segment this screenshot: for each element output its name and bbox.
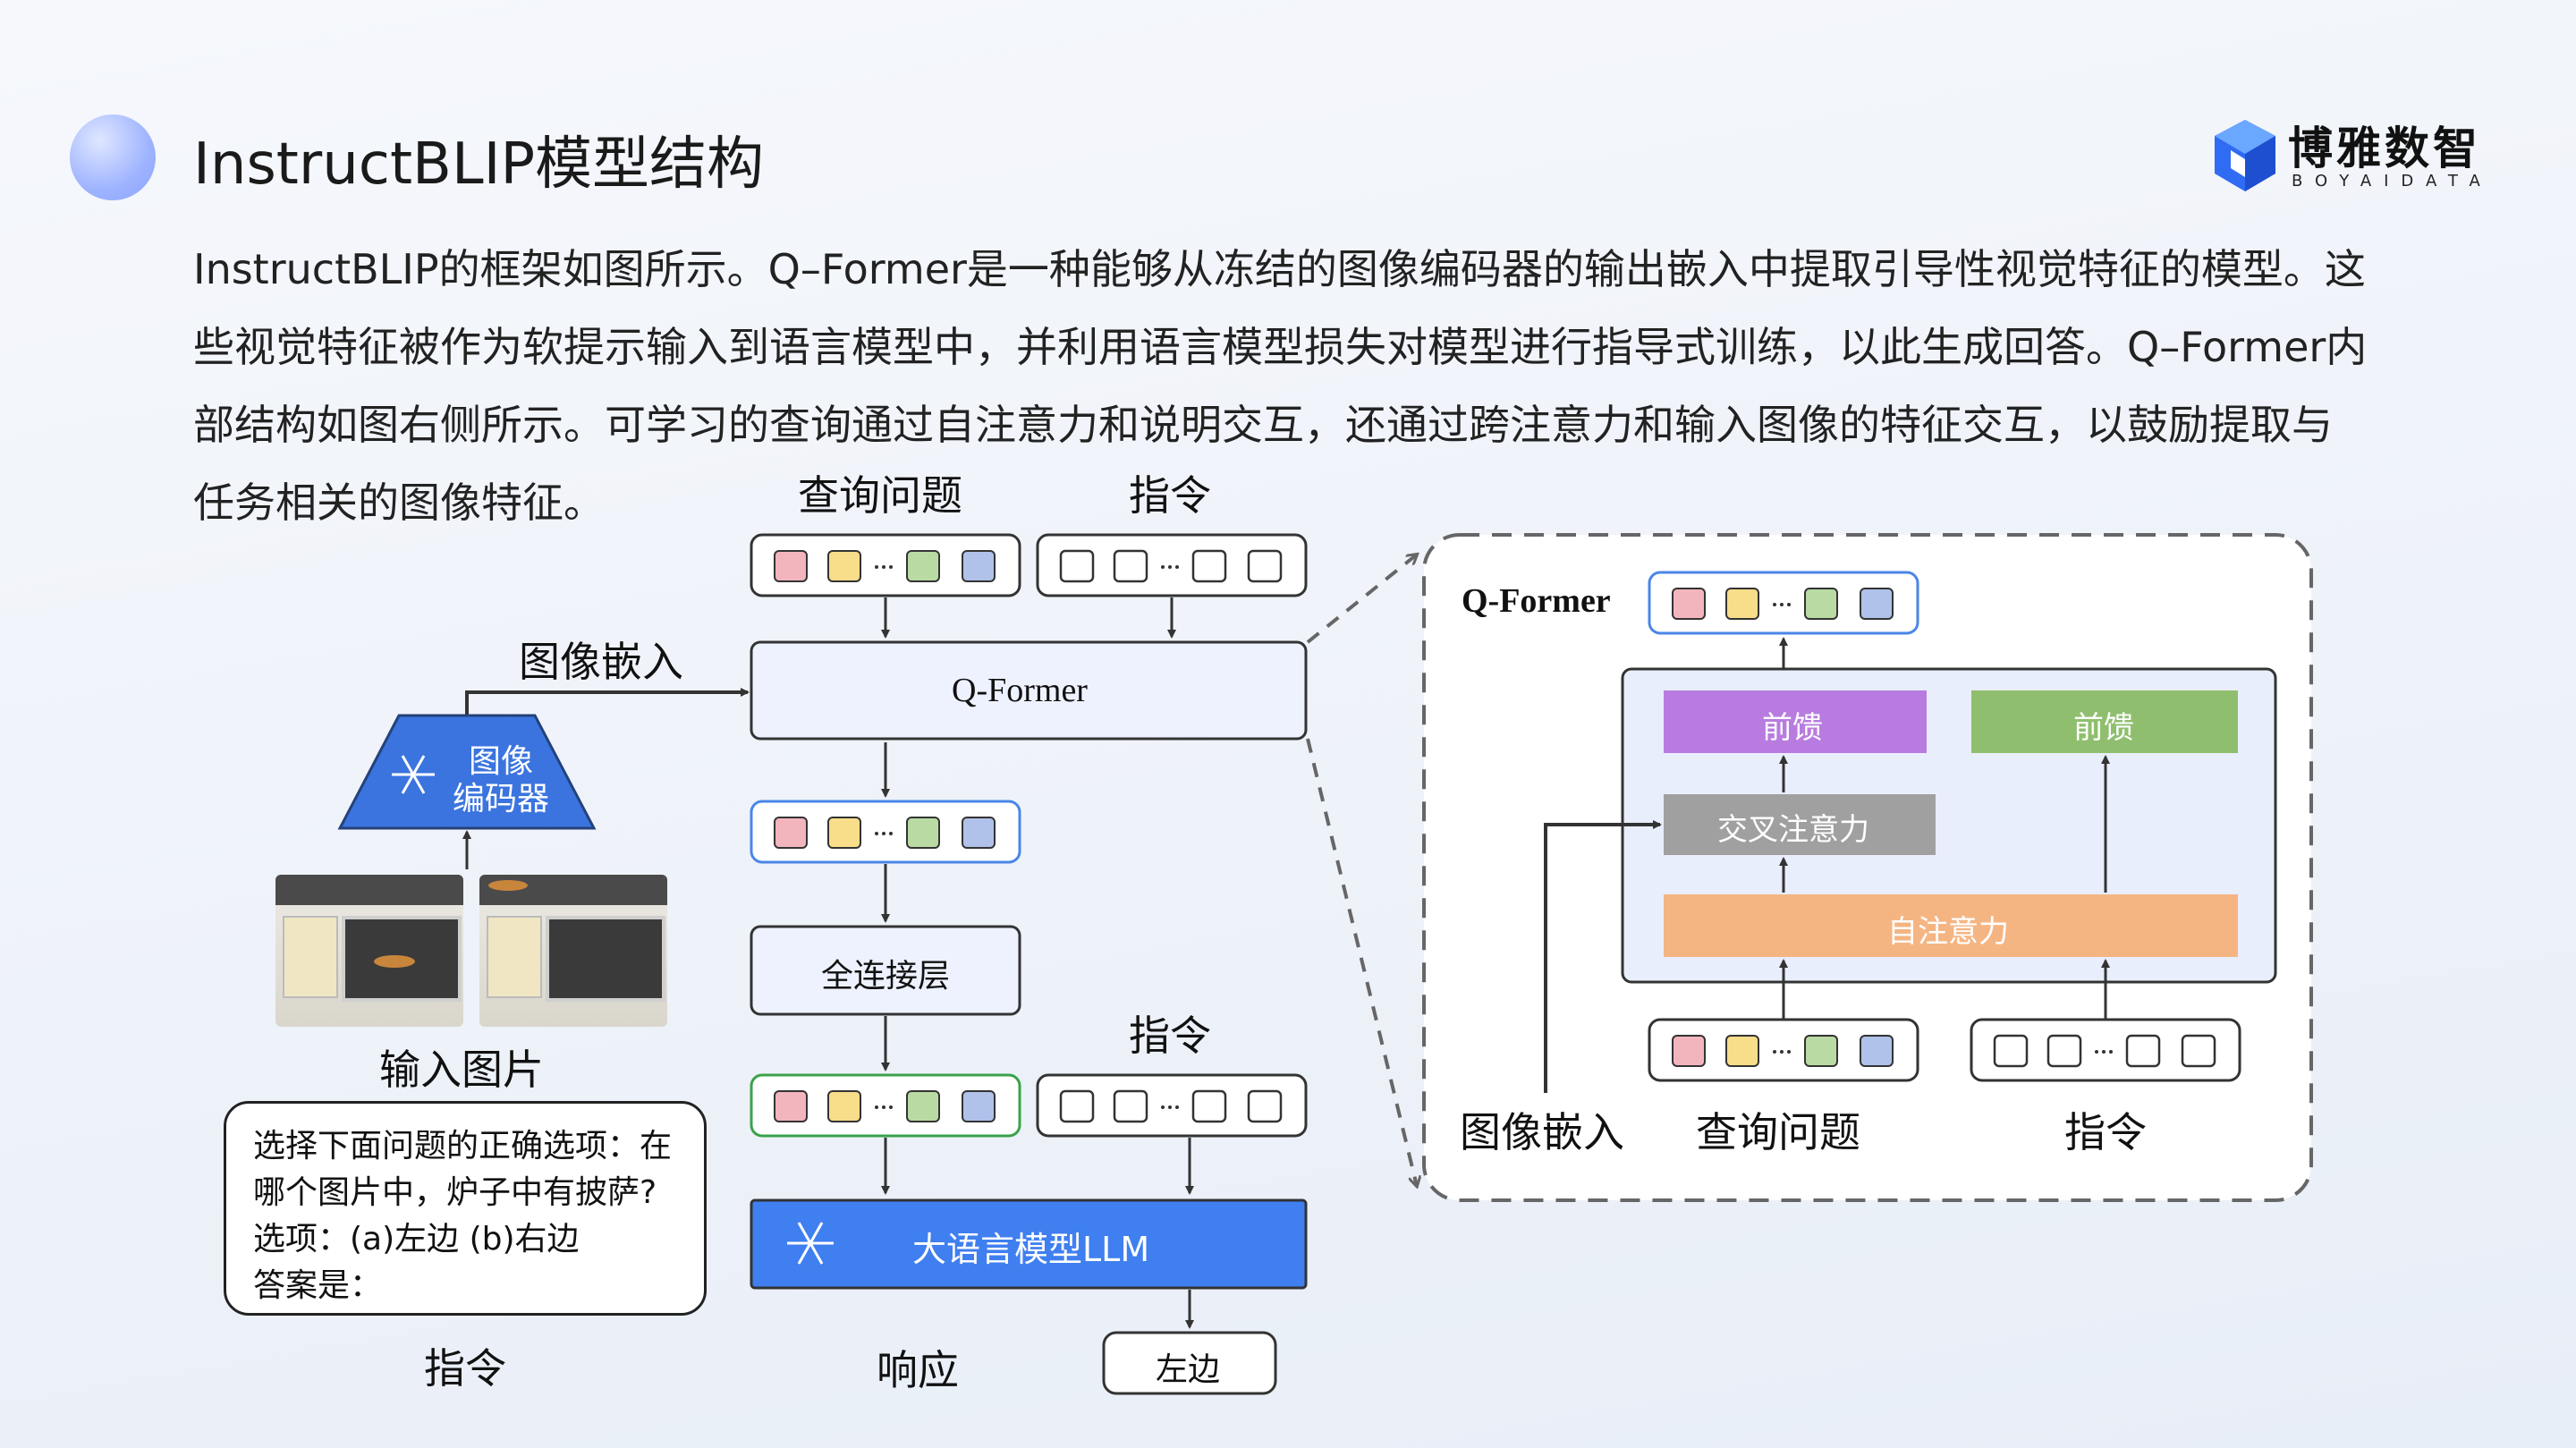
ffn-right-block (1971, 690, 2238, 753)
instruction-label-mid: 指令 (1129, 1012, 1211, 1060)
qformer-image-embedding-label: 图像嵌入 (1460, 1108, 1624, 1156)
input-image-label: 输入图片 (379, 1046, 544, 1094)
title-decoration-dot (70, 114, 156, 200)
encoder-label-line2: 编码器 (453, 781, 550, 817)
instruction-text-box: 选择下面问题的正确选项：在 哪个图片中，炉子中有披萨? 选项：(a)左边 (b)… (224, 1101, 707, 1316)
paragraph-line: 任务相关的图像特征。 (193, 478, 605, 527)
input-image-oven-left (275, 875, 463, 1027)
qformer-query-label: 查询问题 (1696, 1108, 1860, 1156)
ffn-right-label: 前馈 (2073, 710, 2134, 746)
instruction-token-row-top (1036, 533, 1308, 597)
token-ellipsis (875, 565, 2113, 1109)
qformer-instruction-token-row (1970, 1018, 2241, 1082)
self-attention-label: 自注意力 (1887, 914, 2009, 950)
cross-attention-block (1664, 794, 1936, 855)
instruction-text-line: 选项：(a)左边 (b)右边 (253, 1221, 580, 1257)
instruction-label-top: 指令 (1129, 471, 1211, 520)
ffn-left-block (1664, 690, 1927, 753)
encoder-label-line1: 图像 (469, 743, 534, 780)
qformer-label: Q-Former (952, 672, 1088, 709)
image-embedding-label: 图像嵌入 (519, 638, 683, 686)
qformer-detail-title: Q-Former (1462, 582, 1611, 620)
fc-layer-box (750, 925, 1021, 1016)
frozen-snowflake-icon (392, 755, 435, 794)
query-token-row-top (750, 533, 1021, 597)
query-label-top: 查询问题 (798, 471, 962, 520)
instruction-token-row-mid (1036, 1073, 1308, 1138)
instruction-text-line: 答案是： (253, 1267, 383, 1304)
instruction-caption: 指令 (424, 1344, 506, 1393)
answer-box (1102, 1331, 1277, 1395)
paragraph-line: InstructBLIP的框架如图所示。Q–Former是一种能够从冻结的图像编… (193, 245, 2366, 293)
response-label: 响应 (877, 1346, 959, 1394)
self-attention-block (1664, 894, 2238, 957)
qformer-box (750, 640, 1308, 741)
input-image-oven-right (479, 875, 667, 1027)
logo-cube-icon (2215, 120, 2275, 191)
projected-token-row (750, 1073, 1021, 1138)
image-encoder-block (337, 714, 597, 830)
llm-block (750, 1198, 1308, 1290)
qformer-instruction-label: 指令 (2064, 1108, 2147, 1156)
cross-attention-label: 交叉注意力 (1717, 812, 1869, 848)
logo-english-text: BOYAIDATA (2292, 172, 2493, 191)
ffn-left-label: 前馈 (1762, 710, 1823, 746)
brand-logo: 博雅数智 BOYAIDATA (2209, 114, 2513, 200)
llm-label: 大语言模型LLM (912, 1230, 1150, 1269)
answer-text: 左边 (1156, 1351, 1221, 1388)
logo-chinese-text: 博雅数智 (2288, 123, 2481, 174)
instruction-text-line: 哪个图片中，炉子中有披萨? (253, 1174, 657, 1211)
instruction-text-line: 选择下面问题的正确选项：在 (253, 1128, 673, 1164)
qformer-output-token-row (1648, 571, 1919, 635)
query-output-token-row (750, 800, 1021, 864)
intro-paragraph: InstructBLIP的框架如图所示。Q–Former是一种能够从冻结的图像编… (193, 231, 2474, 542)
paragraph-line: 部结构如图右侧所示。可学习的查询通过自注意力和说明交互，还通过跨注意力和输入图像… (193, 401, 2333, 449)
fc-layer-label: 全连接层 (821, 958, 951, 995)
frozen-snowflake-icon (787, 1222, 834, 1265)
qformer-query-token-row (1648, 1018, 1919, 1082)
page-title: InstructBLIP模型结构 (193, 131, 765, 198)
paragraph-line: 些视觉特征被作为软提示输入到语言模型中，并利用语言模型损失对模型进行指导式训练，… (193, 323, 2368, 371)
